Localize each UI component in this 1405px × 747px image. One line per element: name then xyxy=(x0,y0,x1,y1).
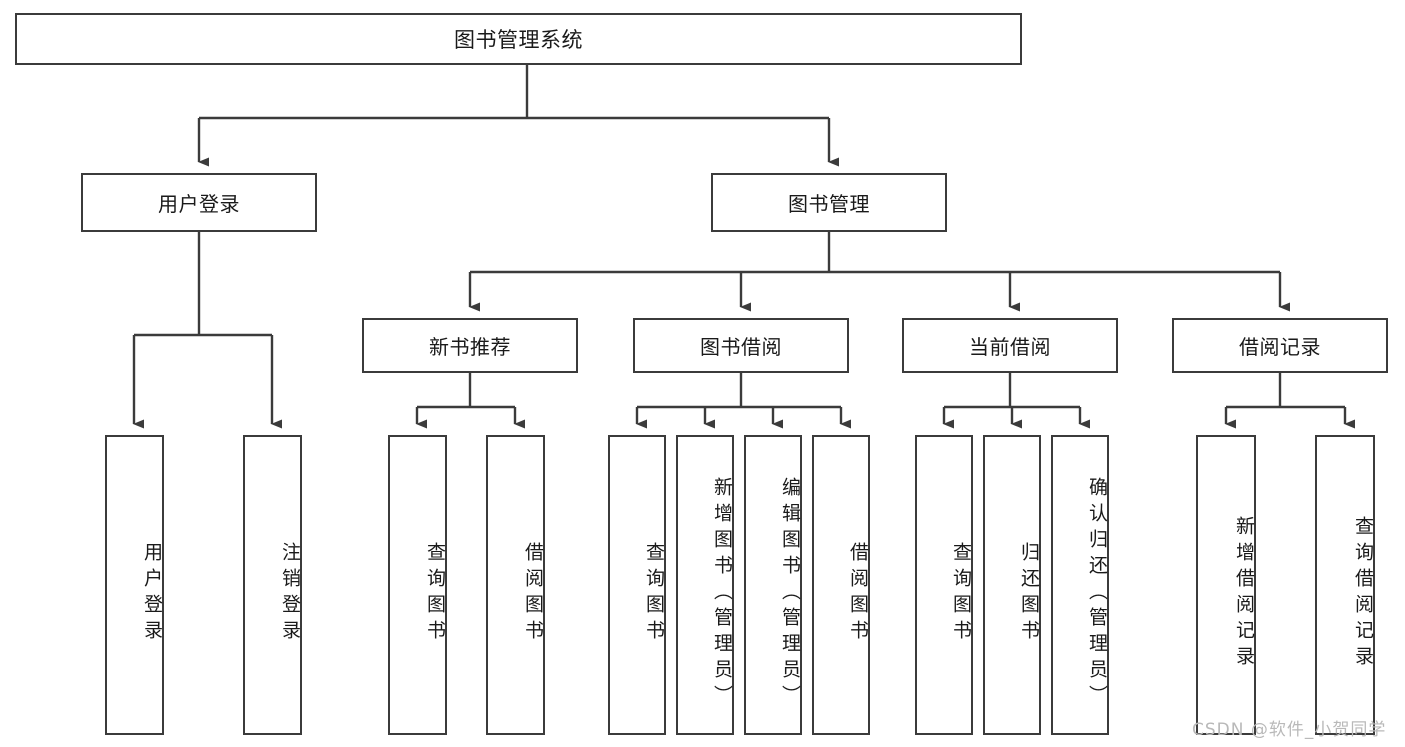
node-label: 查询图书 xyxy=(643,542,665,646)
node-label: 图书管理 xyxy=(788,192,870,216)
watermark-label: CSDN @软件_小贺同学 xyxy=(1192,720,1387,740)
node-label: 用户登录 xyxy=(158,192,240,216)
node-label: 借阅图书 xyxy=(522,542,544,646)
node-label: 用户登录 xyxy=(141,542,163,646)
node-label: 查询图书 xyxy=(950,542,972,646)
node-label: 注销登录 xyxy=(279,542,301,646)
node-leaf-11[interactable]: 新增借阅记录 xyxy=(1196,435,1256,735)
node-label: 新增借阅记录 xyxy=(1233,516,1255,672)
node-level3-0[interactable]: 新书推荐 xyxy=(362,318,578,373)
node-label: 归还图书 xyxy=(1018,542,1040,646)
node-label: 查询借阅记录 xyxy=(1352,516,1374,672)
node-leaf-2[interactable]: 查询图书 xyxy=(388,435,447,735)
node-leaf-9[interactable]: 归还图书 xyxy=(983,435,1041,735)
node-leaf-10[interactable]: 确认归还（管理员） xyxy=(1051,435,1109,735)
node-leaf-1[interactable]: 注销登录 xyxy=(243,435,302,735)
node-leaf-5[interactable]: 新增图书（管理员） xyxy=(676,435,734,735)
node-label: 当前借阅 xyxy=(969,335,1051,359)
node-level3-1[interactable]: 图书借阅 xyxy=(633,318,849,373)
node-label: 借阅图书 xyxy=(847,542,869,646)
node-label: 新增图书（管理员） xyxy=(711,477,733,711)
node-label: 图书管理系统 xyxy=(454,28,583,52)
node-leaf-4[interactable]: 查询图书 xyxy=(608,435,666,735)
node-leaf-0[interactable]: 用户登录 xyxy=(105,435,164,735)
node-level3-2[interactable]: 当前借阅 xyxy=(902,318,1118,373)
node-label: 确认归还（管理员） xyxy=(1086,477,1108,711)
node-level2-1[interactable]: 图书管理 xyxy=(711,173,947,232)
node-level3-3[interactable]: 借阅记录 xyxy=(1172,318,1388,373)
node-leaf-6[interactable]: 编辑图书（管理员） xyxy=(744,435,802,735)
node-leaf-12[interactable]: 查询借阅记录 xyxy=(1315,435,1375,735)
node-label: 编辑图书（管理员） xyxy=(779,477,801,711)
node-label: 借阅记录 xyxy=(1239,335,1321,359)
node-label: 图书借阅 xyxy=(700,335,782,359)
node-level2-0[interactable]: 用户登录 xyxy=(81,173,317,232)
node-label: 查询图书 xyxy=(424,542,446,646)
node-label: 新书推荐 xyxy=(429,335,511,359)
node-root-system[interactable]: 图书管理系统 xyxy=(15,13,1022,65)
node-leaf-7[interactable]: 借阅图书 xyxy=(812,435,870,735)
node-leaf-8[interactable]: 查询图书 xyxy=(915,435,973,735)
node-leaf-3[interactable]: 借阅图书 xyxy=(486,435,545,735)
